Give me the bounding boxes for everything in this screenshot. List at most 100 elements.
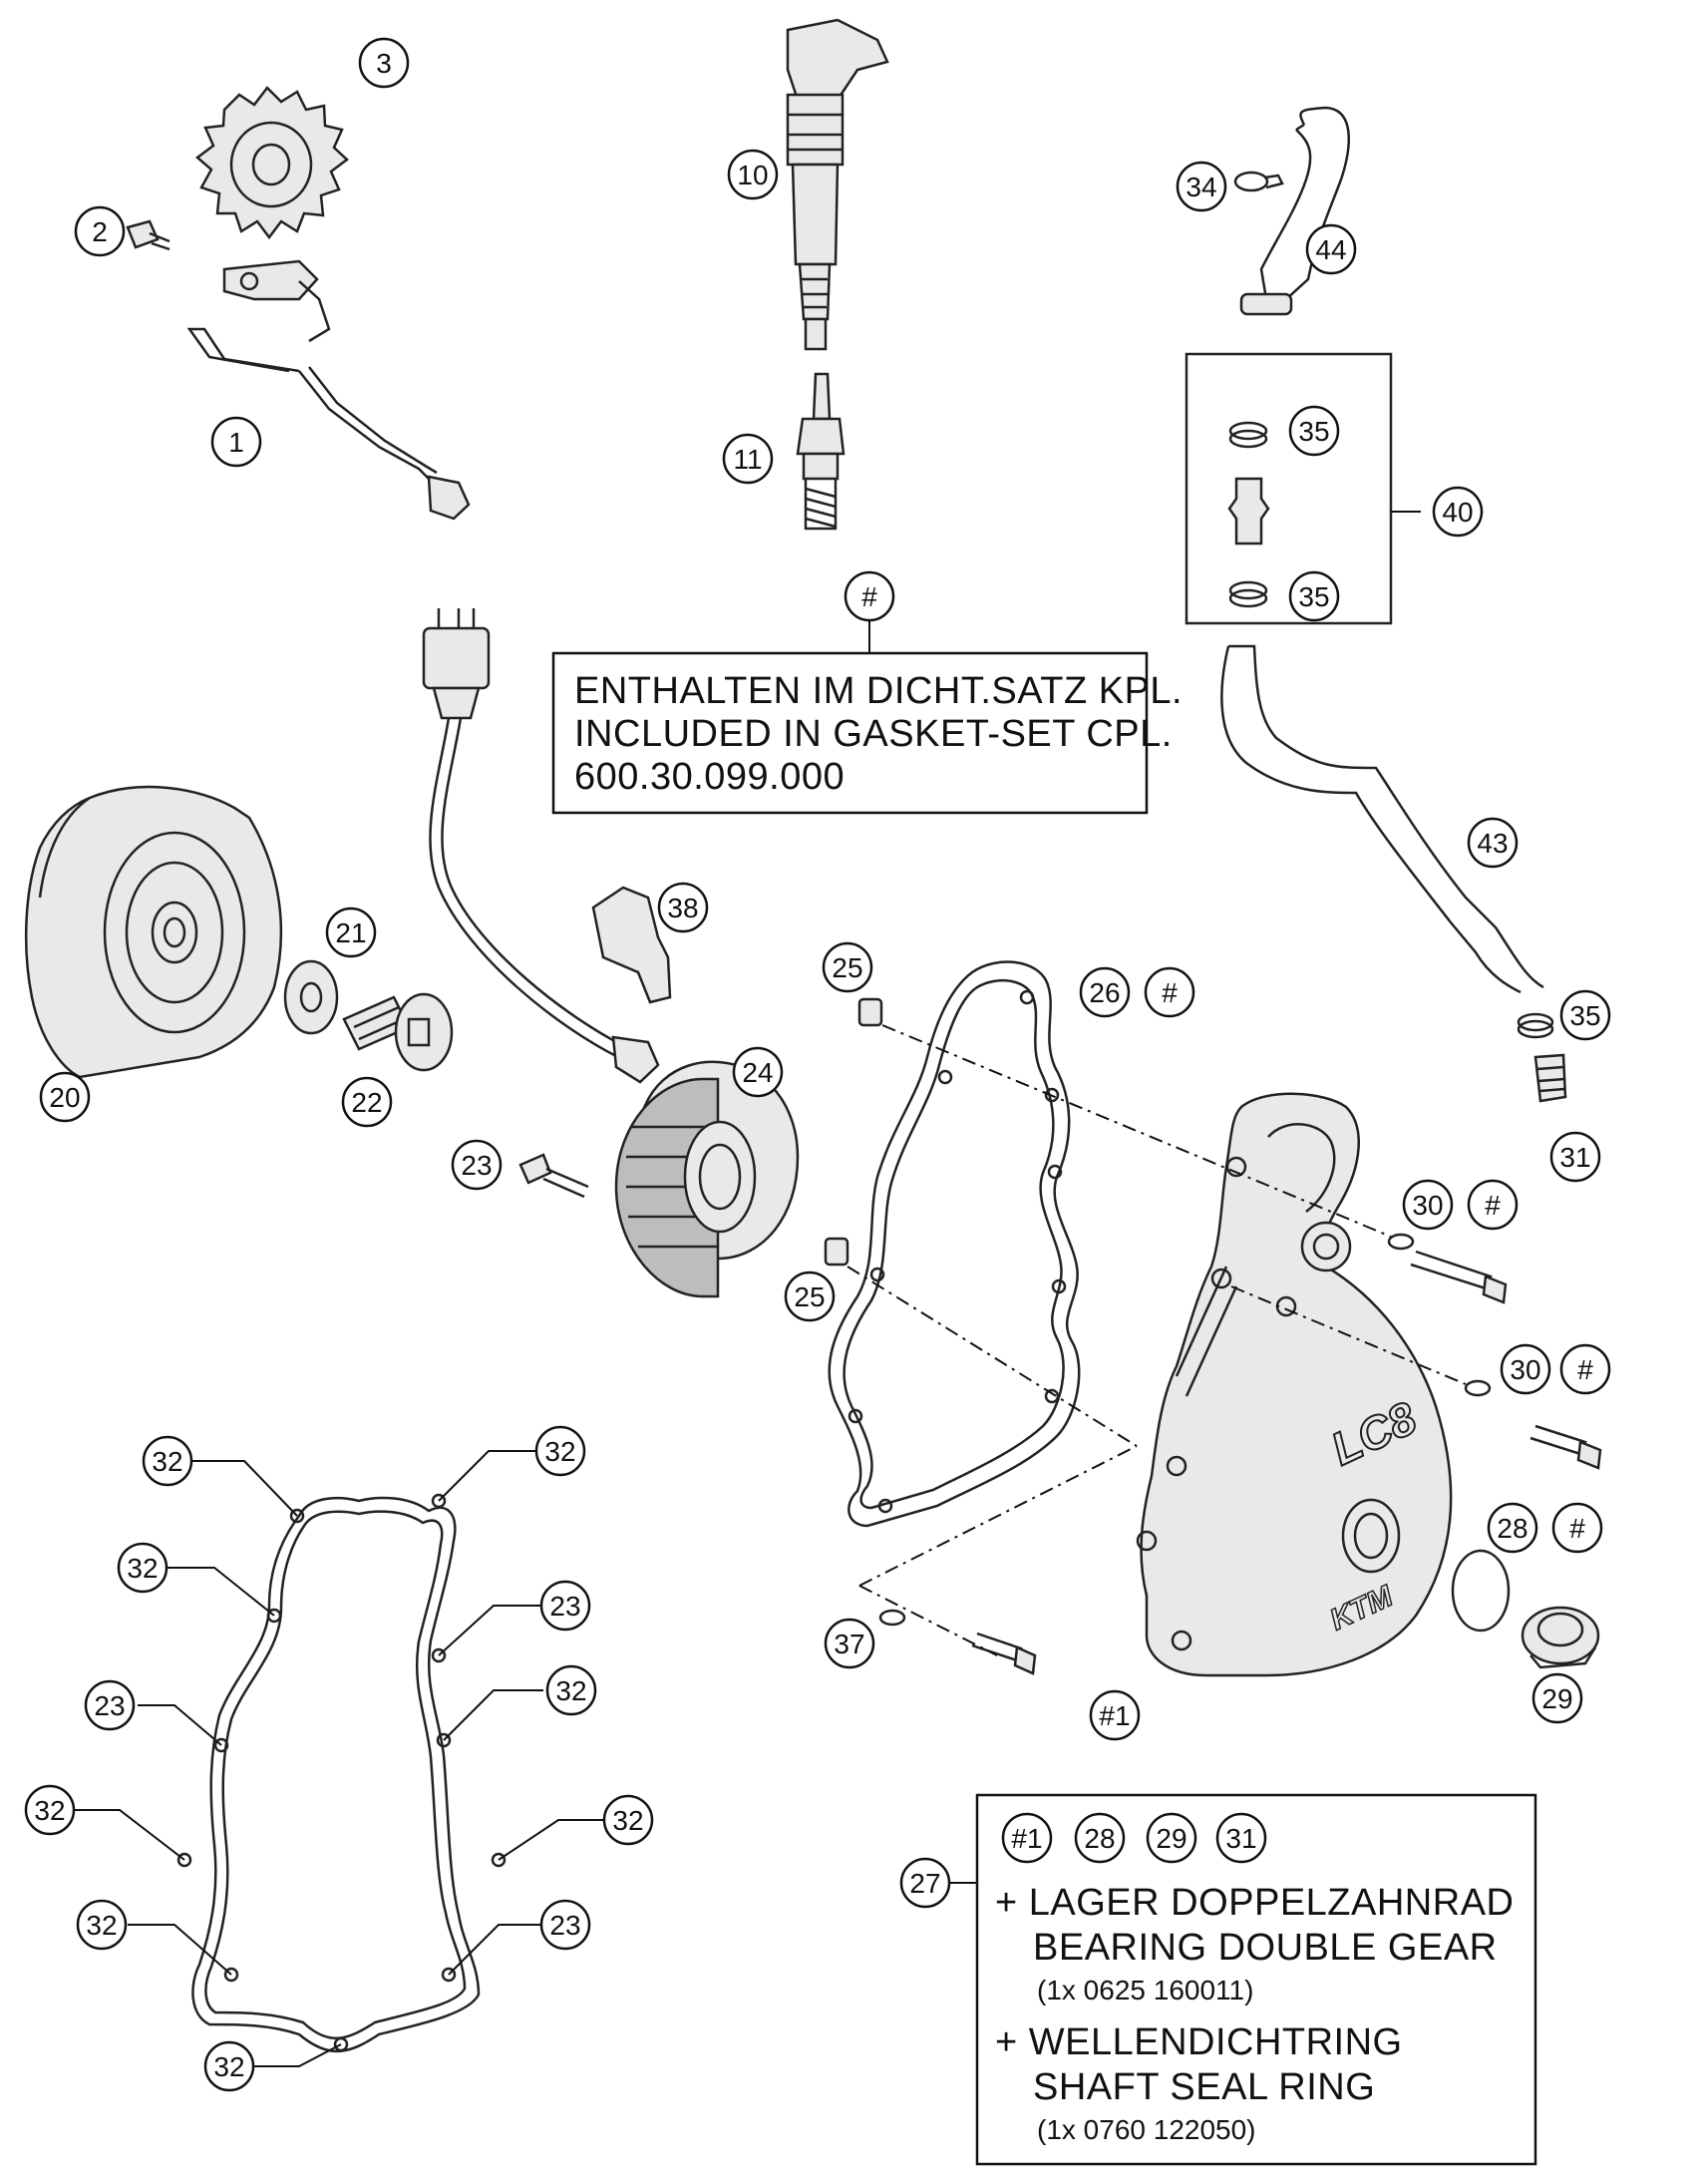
callout-number: 24 [742,1057,773,1088]
callout-circle [24,1784,76,1836]
callout-number: # [1569,1513,1585,1544]
callout-c26: 26 [1079,966,1131,1018]
callout-k28: 28 [1074,1812,1126,1864]
callout-number: 32 [86,1910,117,1941]
kit-item2-en: SHAFT SEAL RING [1033,2066,1375,2108]
callout-circle [1500,1343,1551,1395]
ignition-cover: LC8 KTM [1136,1092,1453,1677]
callout-c37: 37 [824,1618,875,1669]
callout-c27: 27 [899,1857,951,1909]
callout-number: 32 [544,1436,575,1467]
callout-k1: #1 [1001,1812,1053,1864]
callout-c3: 3 [358,37,410,89]
callout-number: 26 [1089,977,1120,1008]
callout-cHash0: # [844,570,895,622]
callout-number: 35 [1569,1000,1600,1031]
callout-number: 32 [127,1553,158,1584]
stator [614,1060,800,1298]
callout-number: 3 [376,48,392,79]
breather-hose-lower [1220,644,1544,994]
callout-circle [722,433,774,485]
assembly-lines [847,1024,1467,1656]
hose-clamp [1233,171,1284,192]
callout-c2: 2 [74,205,126,257]
callout-k29: 29 [1146,1812,1197,1864]
callout-c30a: 30 [1402,1179,1454,1231]
shaft-seal [1451,1549,1511,1633]
callout-c44: 44 [1305,223,1357,275]
callout-number: 20 [49,1082,80,1113]
callout-circle [358,37,410,89]
callout-circle [1402,1179,1454,1231]
callout-c31: 31 [1549,1131,1601,1183]
callout-circle [1467,1179,1519,1231]
callout-c32h: 32 [203,2040,255,2092]
callout-circle [844,570,895,622]
callout-number: 2 [92,216,108,247]
callout-number: 23 [549,1591,580,1622]
callout-circle [39,1071,91,1123]
callout-number: 28 [1084,1823,1115,1854]
kit-item1-en: BEARING DOUBLE GEAR [1033,1927,1498,1969]
cover-gasket [828,960,1081,1528]
callout-c32a: 32 [142,1435,193,1487]
callout-number: 35 [1298,581,1329,612]
callout-number: 31 [1225,1823,1256,1854]
callout-cHash2: # [1467,1179,1519,1231]
callout-c32d: 32 [545,1664,597,1716]
callout-number: 10 [737,160,768,190]
callout-c32e: 32 [24,1784,76,1836]
callout-number: 30 [1412,1190,1443,1221]
callout-circle [1001,1812,1053,1864]
cover-plug [1521,1606,1600,1669]
callout-number: 25 [794,1281,825,1312]
gasket-note-line2: INCLUDED IN GASKET-SET CPL. [574,713,1173,755]
kit-item1-de: + LAGER DOPPELZAHNRAD [995,1882,1514,1924]
callout-circle [1559,1343,1611,1395]
callout-cHash3: # [1559,1343,1611,1395]
callout-circle [534,1425,586,1477]
callout-number: 29 [1156,1823,1186,1854]
flywheel-bolt [342,992,454,1072]
callout-number: 23 [549,1910,580,1941]
gasket-note: ENTHALTEN IM DICHT.SATZ KPL. INCLUDED IN… [551,651,1183,815]
pickup-sensor [186,259,471,521]
callout-c23a: 23 [451,1139,503,1191]
dowel-pins [824,997,883,1267]
callout-circle [784,1271,836,1322]
callout-c28: 28 [1487,1502,1538,1554]
callout-number: # [1485,1190,1501,1221]
callout-circle [1559,989,1611,1041]
callout-circle [341,1076,393,1128]
callout-circle [1549,1131,1601,1183]
callout-circle [84,1679,136,1731]
callout-circle [1487,1502,1538,1554]
callout-k31: 31 [1215,1812,1267,1864]
callout-c23d: 23 [539,1899,591,1951]
callout-c32c: 32 [534,1425,586,1477]
callout-circle [657,882,709,933]
callout-circle [1146,1812,1197,1864]
callout-number: 23 [94,1690,125,1721]
callout-number: 22 [351,1087,382,1118]
kit-item1-pn: (1x 0625 160011) [1037,1975,1253,2005]
callout-circle [1089,1689,1141,1741]
callout-c21: 21 [325,907,377,958]
gasket-note-line3: 600.30.099.000 [574,756,845,798]
callout-circle [824,1618,875,1669]
callout-c35a: 35 [1288,405,1340,457]
callout-c25b: 25 [784,1271,836,1322]
ignition-coil [786,18,889,351]
callout-number: 30 [1510,1354,1540,1385]
callout-c43: 43 [1467,817,1519,869]
callout-c23b: 23 [539,1580,591,1632]
valve-kit-box [1185,352,1421,625]
pulse-sprocket [195,86,349,240]
callout-c25a: 25 [822,941,873,993]
breather-hose-upper [1239,106,1350,316]
callout-number: # [861,581,877,612]
valve-insert [1517,1012,1567,1103]
callout-circle [539,1580,591,1632]
